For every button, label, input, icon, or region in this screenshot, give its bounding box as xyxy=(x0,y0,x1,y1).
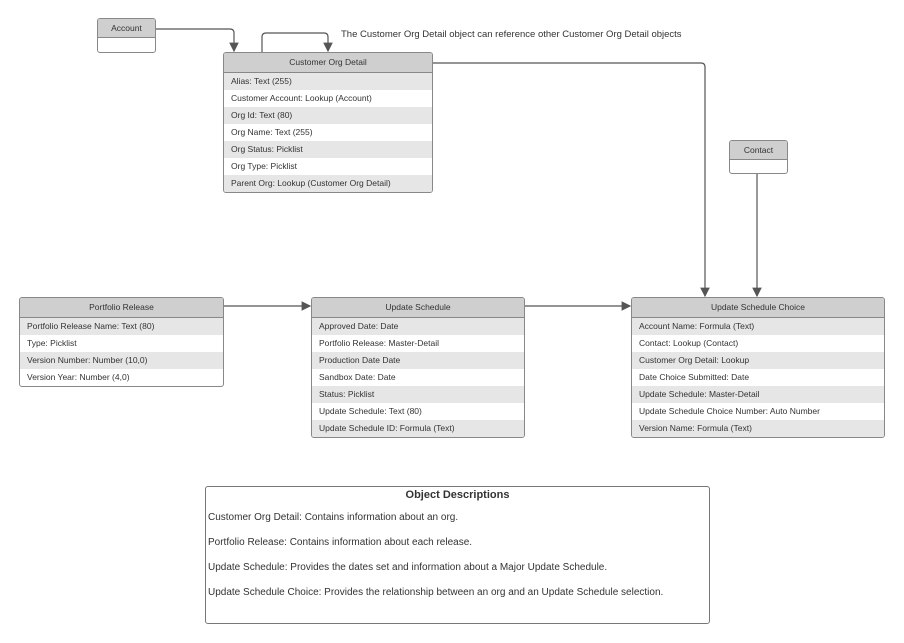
object-descriptions-box: Object Descriptions Customer Org Detail:… xyxy=(205,486,710,624)
field: Update Schedule: Text (80) xyxy=(319,406,422,416)
field: Org Type: Picklist xyxy=(231,161,297,171)
entity-update-schedule[interactable]: Update Schedule Approved Date: Date Port… xyxy=(311,297,525,438)
self-reference-arrow xyxy=(261,32,333,53)
field: Status: Picklist xyxy=(312,386,524,403)
field: Org Id: Text (80) xyxy=(224,107,432,124)
entity-contact[interactable]: Contact xyxy=(729,140,788,174)
field-list: Portfolio Release Name: Text (80) Type: … xyxy=(20,318,223,386)
cod-to-usc-arrow xyxy=(432,62,710,298)
field: Alias: Text (255) xyxy=(224,73,432,90)
description-item: Update Schedule Choice: Provides the rel… xyxy=(208,587,664,598)
entity-customer-org-detail[interactable]: Customer Org Detail Alias: Text (255) Cu… xyxy=(223,52,433,193)
field: Update Schedule Choice Number: Auto Numb… xyxy=(639,406,820,416)
field-list: Approved Date: Date Portfolio Release: M… xyxy=(312,318,524,437)
entity-account[interactable]: Account xyxy=(97,18,156,53)
entity-title: Portfolio Release xyxy=(20,298,223,318)
entity-title: Contact xyxy=(730,141,787,160)
field: Org Name: Text (255) xyxy=(231,127,313,137)
field: Contact: Lookup (Contact) xyxy=(639,338,739,348)
account-to-cod-arrow xyxy=(155,28,239,53)
descriptions-title: Object Descriptions xyxy=(405,489,510,501)
field: Update Schedule ID: Formula (Text) xyxy=(312,420,524,437)
field: Update Schedule: Master-Detail xyxy=(632,386,884,403)
entity-update-schedule-choice[interactable]: Update Schedule Choice Account Name: For… xyxy=(631,297,885,438)
field: Version Number: Number (10,0) xyxy=(20,352,223,369)
field: Date Choice Submitted: Date xyxy=(639,372,750,382)
field: Portfolio Release: Master-Detail xyxy=(319,338,439,348)
field: Account Name: Formula (Text) xyxy=(632,318,884,335)
field: Org Status: Picklist xyxy=(224,141,432,158)
field: Type: Picklist xyxy=(27,338,77,348)
field: Approved Date: Date xyxy=(312,318,524,335)
entity-title: Customer Org Detail xyxy=(224,53,432,73)
entity-title: Account xyxy=(98,19,155,38)
description-item: Customer Org Detail: Contains informatio… xyxy=(208,512,459,523)
description-item: Portfolio Release: Contains information … xyxy=(208,537,473,548)
field: Portfolio Release Name: Text (80) xyxy=(20,318,223,335)
field: Version Name: Formula (Text) xyxy=(632,420,884,437)
self-reference-note: The Customer Org Detail object can refer… xyxy=(341,29,682,40)
field: Customer Account: Lookup (Account) xyxy=(231,93,372,103)
entity-portfolio-release[interactable]: Portfolio Release Portfolio Release Name… xyxy=(19,297,224,387)
field: Parent Org: Lookup (Customer Org Detail) xyxy=(224,175,432,192)
field: Sandbox Date: Date xyxy=(319,372,396,382)
description-item: Update Schedule: Provides the dates set … xyxy=(208,562,608,573)
field: Production Date Date xyxy=(312,352,524,369)
field-list: Account Name: Formula (Text) Contact: Lo… xyxy=(632,318,884,437)
field-list: Alias: Text (255) Customer Account: Look… xyxy=(224,73,432,192)
entity-title: Update Schedule xyxy=(312,298,524,318)
field: Version Year: Number (4,0) xyxy=(27,372,130,382)
entity-title: Update Schedule Choice xyxy=(632,298,884,318)
field: Customer Org Detail: Lookup xyxy=(632,352,884,369)
